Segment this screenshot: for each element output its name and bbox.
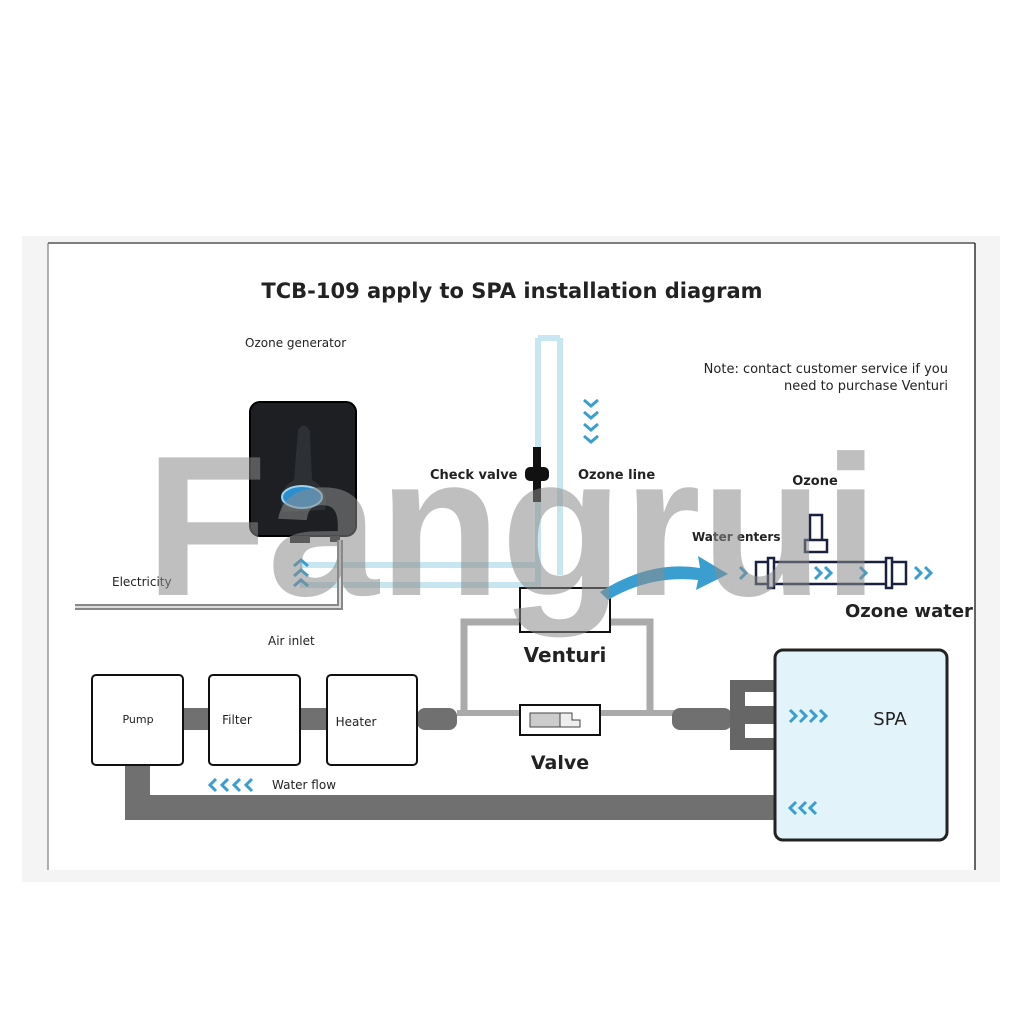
main-pipe [125, 680, 775, 820]
water-enters-label: Water enters [692, 530, 781, 544]
ozone-generator-device [249, 401, 357, 543]
ozone-label: Ozone [792, 474, 838, 489]
filter-label: Filter [222, 713, 252, 727]
pump-box [91, 674, 184, 766]
note-line-1: Note: contact customer service if you [704, 362, 948, 377]
ozone-line-label: Ozone line [578, 468, 655, 483]
heater-label: Heater [336, 715, 377, 729]
spa-label: SPA [873, 709, 907, 730]
heater-box [326, 674, 418, 766]
note-line-2: need to purchase Venturi [784, 379, 948, 394]
watermark: Fangrui [145, 415, 878, 638]
air-inlet-label: Air inlet [268, 634, 315, 648]
venturi-bypass-pipe [460, 618, 654, 712]
check-valve-icon [525, 447, 549, 502]
valve-label: Valve [531, 752, 589, 774]
venturi-box [519, 587, 611, 633]
check-valve-label: Check valve [430, 468, 518, 483]
ozone-generator-label: Ozone generator [245, 336, 346, 350]
valve-icon [519, 704, 601, 736]
pump-label: Pump [122, 713, 153, 726]
spa-tub [773, 648, 949, 842]
electricity-label: Electricity [112, 575, 172, 589]
water-flow-label: Water flow [272, 778, 336, 792]
flow-arrow-icon [600, 556, 728, 600]
filter-box [208, 674, 301, 766]
ozone-water-label: Ozone water [845, 601, 973, 622]
power-indicator-icon [281, 485, 323, 509]
diagram-title: TCB-109 apply to SPA installation diagra… [261, 279, 762, 303]
venturi-label: Venturi [524, 643, 607, 667]
